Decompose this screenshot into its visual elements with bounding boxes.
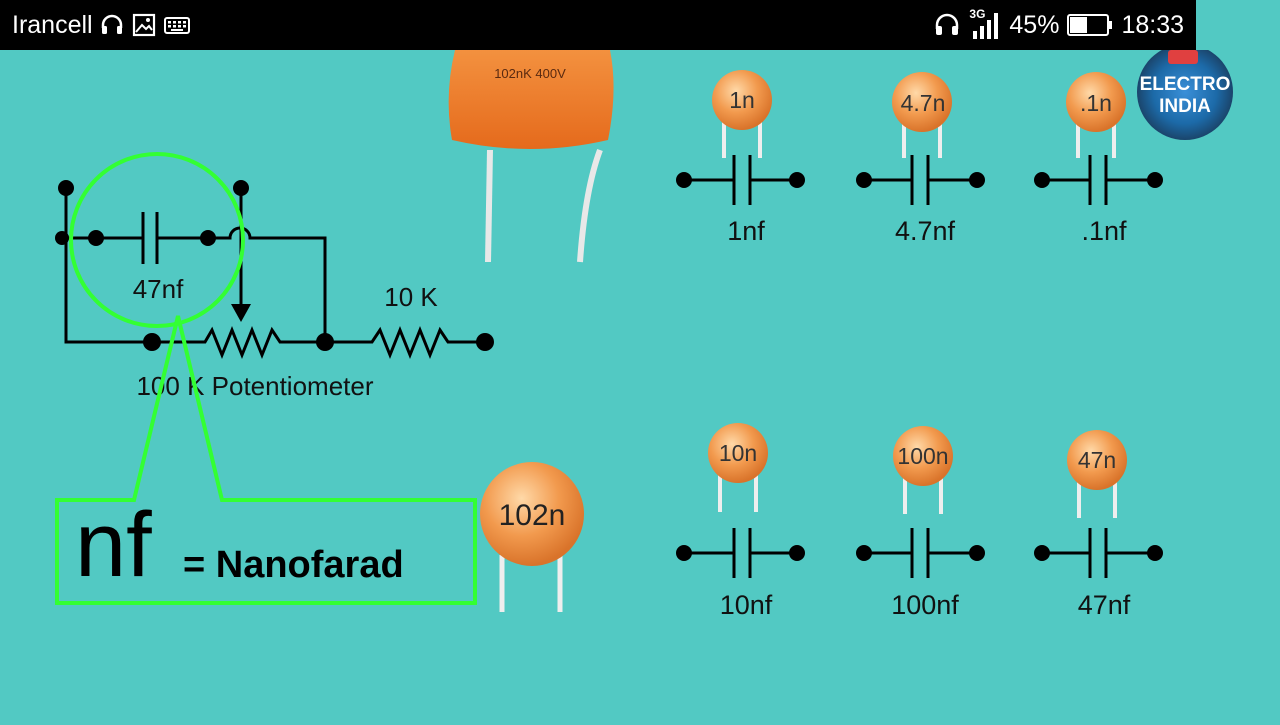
- signal-icon: 3G: [969, 7, 1001, 41]
- channel-logo: ELECTRO INDIA: [1137, 44, 1233, 140]
- capacitor-100nf: 100n 100nf: [856, 426, 985, 620]
- callout-meaning: = Nanofarad: [183, 544, 404, 586]
- carrier-name: Irancell: [12, 10, 93, 39]
- headset-status-icon: [936, 13, 959, 35]
- cap-value: 47nf: [1078, 590, 1131, 620]
- cap-code: .1n: [1080, 90, 1112, 116]
- capacitor-1nf: 1n 1nf: [676, 70, 805, 246]
- big-cap-label: 102n: [499, 499, 566, 532]
- cap-value: 100nf: [891, 590, 959, 620]
- film-capacitor: 102nK 400V: [448, 50, 614, 263]
- callout-abbr: nf: [75, 494, 152, 596]
- cap-value: 10nf: [720, 590, 773, 620]
- capacitor-10nf: 10n 10nf: [676, 423, 805, 620]
- big-ceramic-capacitor: 102n: [480, 462, 584, 612]
- cap-value: 1nf: [727, 216, 765, 246]
- circuit-diagram: [60, 188, 485, 360]
- battery-icon: [1067, 14, 1113, 36]
- network-type: 3G: [969, 7, 986, 21]
- circuit-resistor-label: 10 K: [384, 282, 438, 312]
- channel-logo-line1: ELECTRO: [1140, 74, 1231, 95]
- capacitor-.1nf: .1n .1nf: [1034, 72, 1163, 246]
- cap-value: 4.7nf: [895, 216, 956, 246]
- capacitor-47nf: 47n 47nf: [1034, 430, 1163, 620]
- video-content: 102nK 400V ELECTRO INDIA: [55, 44, 1233, 620]
- channel-logo-line2: INDIA: [1159, 96, 1211, 117]
- clock: 18:33: [1121, 10, 1184, 39]
- cap-value: .1nf: [1081, 216, 1127, 246]
- cap-code: 100n: [897, 443, 948, 469]
- capacitor-4.7nf: 4.7n 4.7nf: [856, 72, 985, 246]
- status-bar: Irancell 3G: [0, 0, 1196, 50]
- battery-percent: 45%: [1009, 10, 1060, 39]
- film-cap-label: 102nK 400V: [494, 66, 566, 81]
- headset-icon: [101, 14, 122, 34]
- capacitor-grid: 1n 1nf 4.7n 4.7nf .1n .1: [676, 70, 1163, 620]
- circuit-pot-label: 100 K Potentiometer: [136, 371, 373, 401]
- cap-code: 1n: [729, 87, 755, 113]
- cap-code: 47n: [1078, 447, 1116, 473]
- keyboard-icon: [163, 17, 190, 34]
- video-frame[interactable]: 102nK 400V ELECTRO INDIA: [0, 44, 1280, 720]
- circuit-nodes: [55, 180, 494, 351]
- circuit-cap-label: 47nf: [133, 274, 184, 304]
- cap-code: 10n: [719, 440, 757, 466]
- image-icon: [132, 13, 155, 37]
- cap-code: 4.7n: [901, 90, 946, 116]
- highlight-callout: [55, 152, 477, 605]
